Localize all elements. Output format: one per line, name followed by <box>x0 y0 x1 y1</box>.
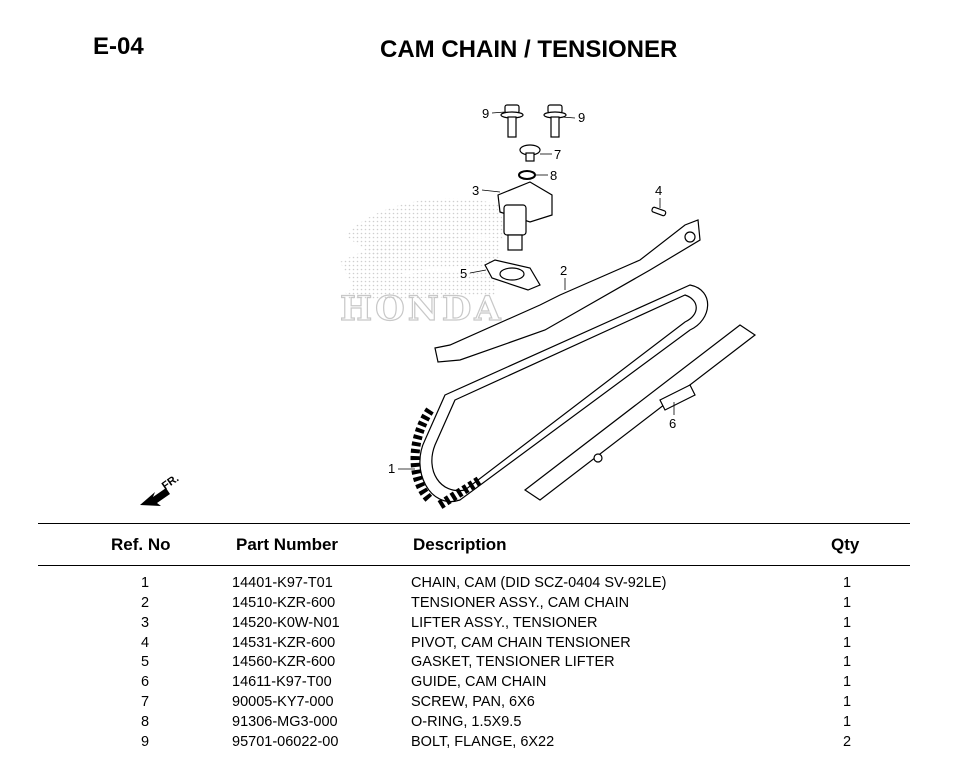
qty: 1 <box>842 615 852 631</box>
callout-4: 4 <box>655 183 662 198</box>
ref-no: 7 <box>140 694 150 710</box>
part-number: 14510-KZR-600 <box>232 595 336 611</box>
qty: 1 <box>842 694 852 710</box>
part-number: 90005-KY7-000 <box>232 694 334 710</box>
table-row: 6 14611-K97-T00 GUIDE, CAM CHAIN 1 <box>0 674 974 694</box>
page-title: CAM CHAIN / TENSIONER <box>380 36 678 63</box>
ref-no: 8 <box>140 714 150 730</box>
qty: 1 <box>842 654 852 670</box>
cam-chain-part <box>410 284 709 509</box>
gasket-part <box>484 259 541 291</box>
callout-5: 5 <box>460 266 467 281</box>
front-arrow-icon: FR. <box>140 472 181 506</box>
bolt-part <box>500 104 567 138</box>
part-number: 14560-KZR-600 <box>232 654 336 670</box>
ref-no: 6 <box>140 674 150 690</box>
lifter-assembly-part <box>497 181 553 251</box>
front-marker-text: FR. <box>160 472 181 492</box>
ref-no: 2 <box>140 595 150 611</box>
ref-no: 9 <box>140 734 150 750</box>
callout-6: 6 <box>669 416 676 431</box>
description: GASKET, TENSIONER LIFTER <box>411 654 615 670</box>
part-number: 91306-MG3-000 <box>232 714 338 730</box>
table-row: 1 14401-K97-T01 CHAIN, CAM (DID SCZ-0404… <box>0 575 974 595</box>
callout-3: 3 <box>472 183 479 198</box>
column-header-part-number: Part Number <box>236 535 339 554</box>
description: CHAIN, CAM (DID SCZ-0404 SV-92LE) <box>411 575 667 591</box>
table-row: 5 14560-KZR-600 GASKET, TENSIONER LIFTER… <box>0 654 974 674</box>
callout-9: 9 <box>578 110 585 125</box>
parts-diagram: HONDA FR. <box>140 104 757 509</box>
callout-9: 9 <box>482 106 489 121</box>
table-row: 9 95701-06022-00 BOLT, FLANGE, 6X22 2 <box>0 734 974 754</box>
description: LIFTER ASSY., TENSIONER <box>411 615 598 631</box>
o-ring-part <box>518 170 536 180</box>
callout-7: 7 <box>554 147 561 162</box>
ref-no: 1 <box>140 575 150 591</box>
qty: 1 <box>842 674 852 690</box>
table-row: 4 14531-KZR-600 PIVOT, CAM CHAIN TENSION… <box>0 635 974 655</box>
qty: 1 <box>842 714 852 730</box>
qty: 1 <box>842 635 852 651</box>
callout-2: 2 <box>560 263 567 278</box>
description: SCREW, PAN, 6X6 <box>411 694 535 710</box>
part-number: 95701-06022-00 <box>232 734 339 750</box>
screw-part <box>519 144 541 162</box>
part-number: 14520-K0W-N01 <box>232 615 340 631</box>
honda-watermark-text: HONDA <box>340 289 504 329</box>
ref-no: 4 <box>140 635 150 651</box>
callout-8: 8 <box>550 168 557 183</box>
diagram-code: E-04 <box>93 33 144 60</box>
table-row: 3 14520-K0W-N01 LIFTER ASSY., TENSIONER … <box>0 615 974 635</box>
qty: 1 <box>842 595 852 611</box>
description: O-RING, 1.5X9.5 <box>411 714 522 730</box>
tensioner-part <box>434 219 701 363</box>
table-row: 8 91306-MG3-000 O-RING, 1.5X9.5 1 <box>0 714 974 734</box>
column-header-qty: Qty <box>831 535 860 554</box>
description: PIVOT, CAM CHAIN TENSIONER <box>411 635 631 651</box>
table-row: 2 14510-KZR-600 TENSIONER ASSY., CAM CHA… <box>0 595 974 615</box>
part-number: 14531-KZR-600 <box>232 635 336 651</box>
part-number: 14401-K97-T01 <box>232 575 333 591</box>
callout-1: 1 <box>388 461 395 476</box>
part-number: 14611-K97-T00 <box>232 674 332 690</box>
description: BOLT, FLANGE, 6X22 <box>411 734 555 750</box>
column-header-description: Description <box>413 535 507 554</box>
table-row: 7 90005-KY7-000 SCREW, PAN, 6X6 1 <box>0 694 974 714</box>
honda-wing-watermark: HONDA <box>339 198 505 330</box>
qty: 1 <box>842 575 852 591</box>
description: TENSIONER ASSY., CAM CHAIN <box>411 595 630 611</box>
ref-no: 5 <box>140 654 150 670</box>
qty: 2 <box>842 734 852 750</box>
ref-no: 3 <box>140 615 150 631</box>
column-header-ref: Ref. No <box>111 535 171 554</box>
guide-part <box>523 324 757 501</box>
description: GUIDE, CAM CHAIN <box>411 674 547 690</box>
pivot-part <box>651 206 667 217</box>
table-top-rule <box>38 523 910 524</box>
table-header-rule <box>38 565 910 566</box>
